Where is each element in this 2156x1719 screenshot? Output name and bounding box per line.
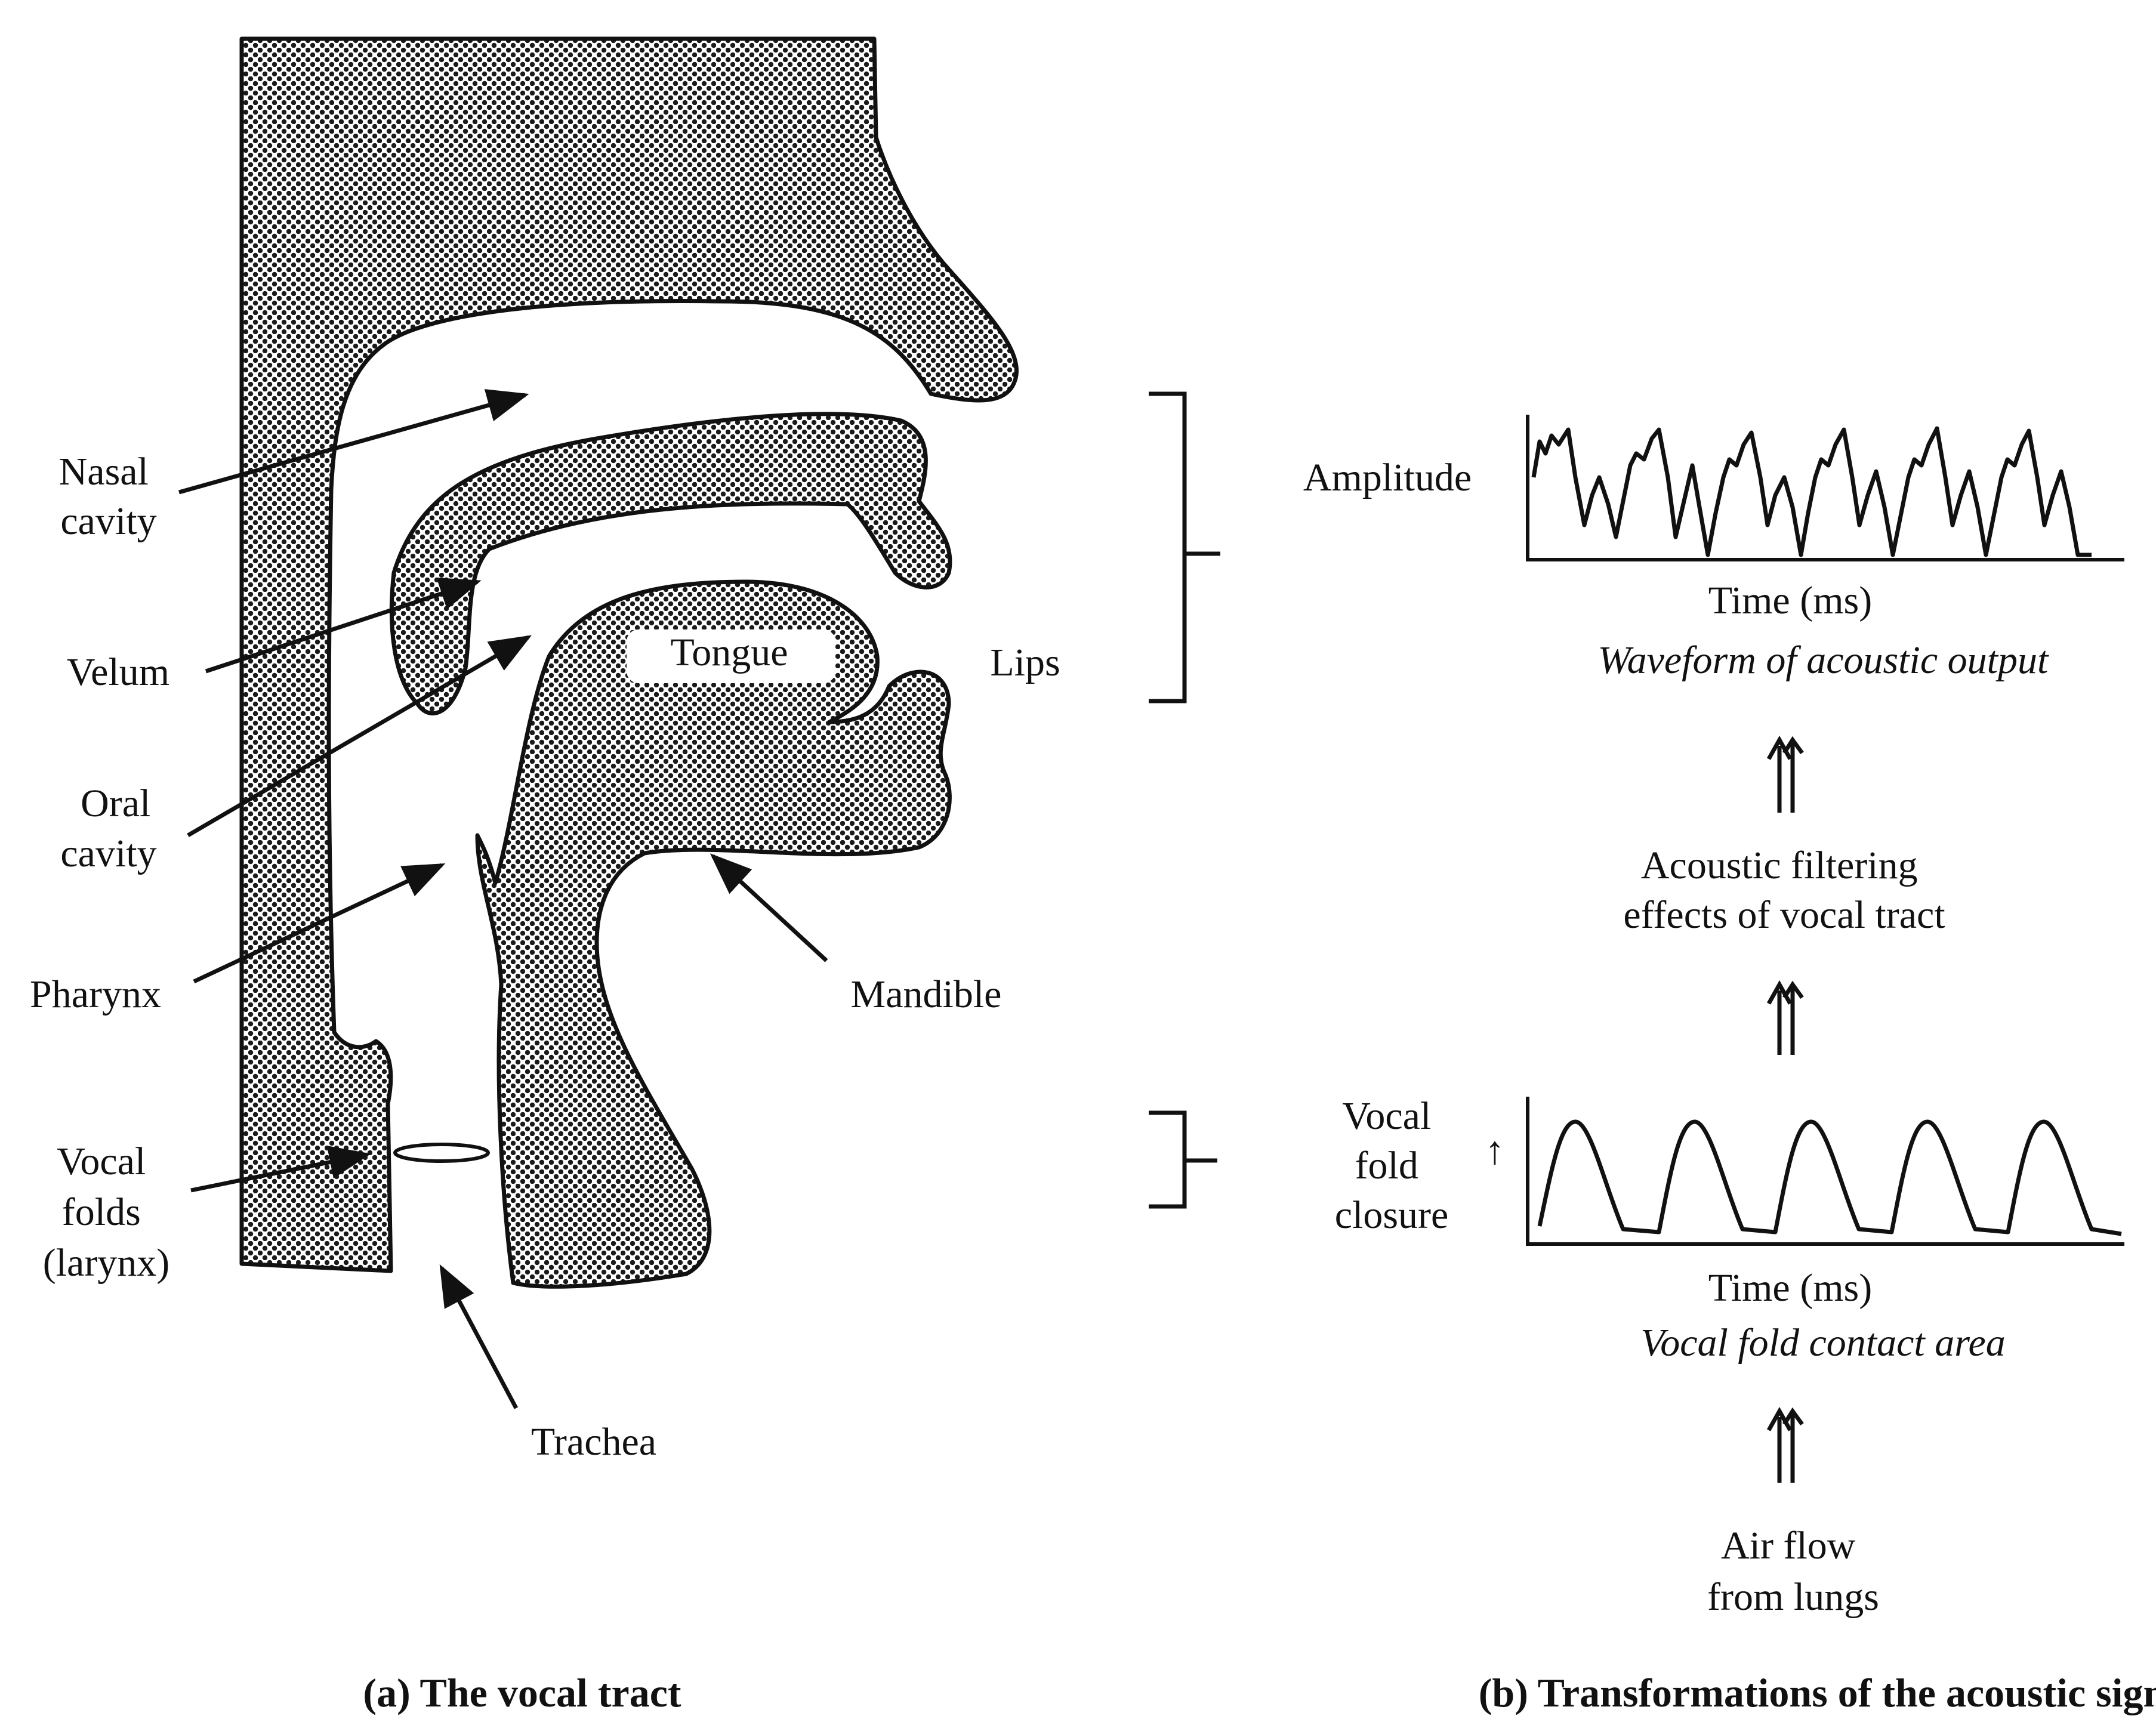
- lips-label: Lips: [990, 641, 1060, 684]
- bracket-lower: [1149, 1113, 1217, 1206]
- trachea-label: Trachea: [531, 1420, 656, 1464]
- vocal-fold-contact-plot: Vocal fold closure ↑ Time (ms) Vocal fol…: [1335, 1094, 2124, 1365]
- acoustic-ylabel: Amplitude: [1303, 456, 1472, 499]
- filter-label: Acoustic filtering effects of vocal trac…: [1623, 844, 1945, 937]
- contact-area-trace: [1540, 1122, 2121, 1234]
- contact-xlabel: Time (ms): [1708, 1266, 1872, 1310]
- oral-cavity-label: Oral cavity: [60, 782, 161, 875]
- source-label: Air flow from lungs: [1707, 1524, 1879, 1619]
- acoustic-xlabel: Time (ms): [1708, 579, 1872, 622]
- tongue-label: Tongue: [670, 631, 788, 674]
- double-arrow-lower: [1769, 1411, 1802, 1483]
- signal-transformations: Amplitude Time (ms) Waveform of acoustic…: [1303, 415, 2156, 1715]
- double-arrow-upper: [1769, 740, 1802, 813]
- acoustic-plot-title: Waveform of acoustic output: [1598, 638, 2049, 682]
- contact-plot-axes: [1528, 1097, 2124, 1244]
- double-arrow-middle: [1769, 985, 1802, 1055]
- bracket-upper: [1149, 394, 1220, 701]
- vocal-tract-anatomy: Tongue Nasal cavity Velum Oral cavity Ph…: [30, 39, 1060, 1715]
- nasal-cavity-label: Nasal cavity: [59, 450, 159, 543]
- pharynx-label: Pharynx: [30, 973, 161, 1016]
- arrow-trachea: [442, 1268, 516, 1408]
- caption-a: (a) The vocal tract: [363, 1670, 681, 1715]
- arrow-mandible: [713, 856, 826, 961]
- arrow-oral-cavity: [188, 637, 528, 835]
- velum-label: Velum: [67, 650, 169, 694]
- contact-ylabel: Vocal fold closure: [1335, 1094, 1449, 1237]
- acoustic-waveform-trace: [1534, 428, 2092, 555]
- acoustic-waveform-plot: Amplitude Time (ms) Waveform of acoustic…: [1303, 415, 2124, 682]
- mandible-label: Mandible: [851, 973, 1002, 1016]
- glottis-shape: [395, 1144, 488, 1161]
- vocal-folds-label: Vocal folds (larynx): [43, 1140, 170, 1285]
- contact-plot-title: Vocal fold contact area: [1640, 1321, 2006, 1365]
- caption-b: (b) Transformations of the acoustic sign…: [1479, 1670, 2156, 1715]
- tongue-mandible-shape: [477, 582, 949, 1286]
- contact-yaxis-arrow: ↑: [1485, 1129, 1505, 1172]
